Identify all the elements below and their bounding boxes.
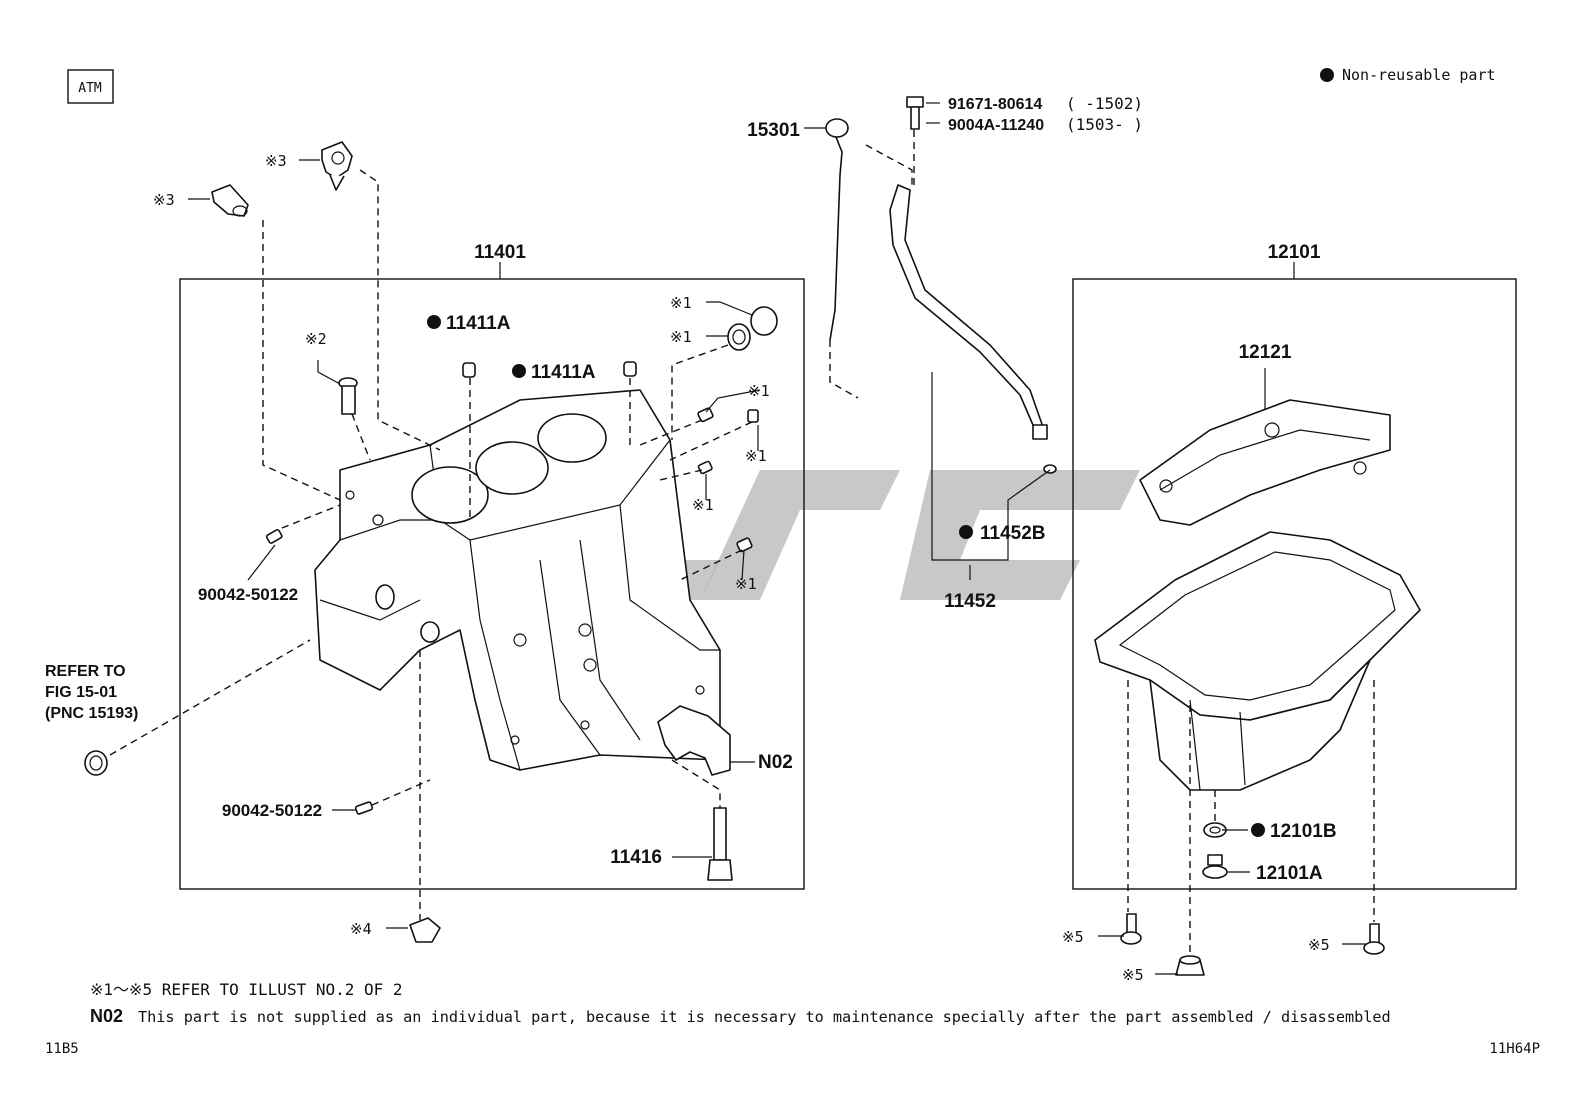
label-refer-line2: FIG 15-01 [45,684,117,701]
leader-lines [188,102,1366,975]
label-dowel-lower: 90042-50122 [222,801,322,820]
label-plug-a2: 11411A [531,362,596,383]
ref-r5-right: ※5 [1308,936,1330,954]
nonreusable-dot-icon [1251,823,1265,837]
footer-code-left: 11B5 [45,1041,79,1057]
label-drain-plug: 12101A [1256,863,1323,884]
oil-pan-drawing [1094,531,1421,791]
guide-oring-drawing [1043,464,1057,474]
label-dipstick: 15301 [747,120,800,141]
label-n02: N02 [758,752,793,773]
ref-r1-pin-d: ※1 [735,575,757,593]
ref-r4: ※4 [350,920,372,938]
baffle-plate-drawing [1139,399,1391,526]
pin-r1-d-drawing [736,537,753,553]
bearing-bolt-drawing [707,807,733,881]
atm-tag-box [67,69,114,104]
ref-r5-nut: ※5 [1122,966,1144,984]
atm-tag: ATM [78,81,102,96]
nonreusable-dot-icon [512,364,526,378]
label-drain-gasket: 12101B [1270,821,1337,842]
ref-r5-left: ※5 [1062,928,1084,946]
block-group-frame [179,278,805,890]
sensor-r3-lower-drawing [211,184,249,217]
dipstick-drawing [825,118,849,341]
seal-ring-drawing [84,750,108,776]
footer-code-right: 11H64P [1489,1041,1540,1057]
bearing-cap-drawing [657,705,731,776]
drain-gasket-drawing [1203,822,1227,838]
cylinder-block-drawing [314,389,721,771]
plug-r1-large-drawing [750,306,778,336]
alignment-lines [109,130,1375,955]
ref-r2: ※2 [305,330,327,348]
nonreusable-dot-icon [427,315,441,329]
label-bolt-range-1: ( -1502) [1066,94,1143,113]
dowel-lower-drawing [354,801,374,815]
gasket-r1-drawing [727,323,751,351]
plug-a2-drawing [623,361,637,377]
label-bolt-pn-1: 91671-80614 [948,96,1042,113]
label-block: 11401 [474,242,526,263]
label-bolt-range-2: (1503- ) [1066,115,1143,134]
ref-r1-pin-c: ※1 [692,496,714,514]
label-refer-line1: REFER TO [45,663,126,680]
label-pan-assy: 12101 [1268,242,1321,263]
guide-bolt-drawing [906,96,924,130]
footer-note-refs: ※1～※5 REFER TO ILLUST NO.2 OF 2 [90,980,403,999]
dipstick-guide-drawing [889,184,1048,440]
label-guide-assy: 11452 [944,591,996,612]
drain-plug-drawing [1202,854,1228,879]
ref-r1-pin-b: ※1 [745,447,767,465]
label-dowel-upper: 90042-50122 [198,585,298,604]
dowel-upper-drawing [265,528,283,544]
pin-r1-c-drawing [697,460,713,475]
ref-r1-gasket: ※1 [670,328,692,346]
ref-r3-lower: ※3 [153,191,175,209]
legend-dot-icon [1320,68,1334,82]
label-bearing-bolt: 11416 [610,847,662,868]
ref-r3-upper: ※3 [265,152,287,170]
ref-r1-plug: ※1 [670,294,692,312]
sensor-r3-upper-drawing [321,141,353,191]
ref-r1-pin-a: ※1 [748,382,770,400]
legend-text: Non-reusable part [1342,66,1496,84]
label-bolt-pn-2: 9004A-11240 [948,117,1044,134]
label-baffle: 12121 [1239,342,1292,363]
pan-bolt-right-drawing [1363,923,1385,955]
fitting-r2-drawing [338,377,358,415]
footer-note-code: N02 [90,1006,123,1026]
nonreusable-dot-icon [959,525,973,539]
pan-nut-drawing [1175,955,1205,976]
label-guide-oring: 11452B [980,523,1046,544]
part-r4-drawing [409,917,441,943]
label-plug-a1: 11411A [446,313,511,334]
footer-note-text: This part is not supplied as an individu… [138,1008,1391,1026]
label-refer-line3: (PNC 15193) [45,705,138,722]
pin-r1-a-drawing [697,407,714,423]
plug-a1-drawing [462,362,476,378]
pin-r1-b-drawing [747,409,759,423]
pan-bolt-left-drawing [1120,913,1142,945]
